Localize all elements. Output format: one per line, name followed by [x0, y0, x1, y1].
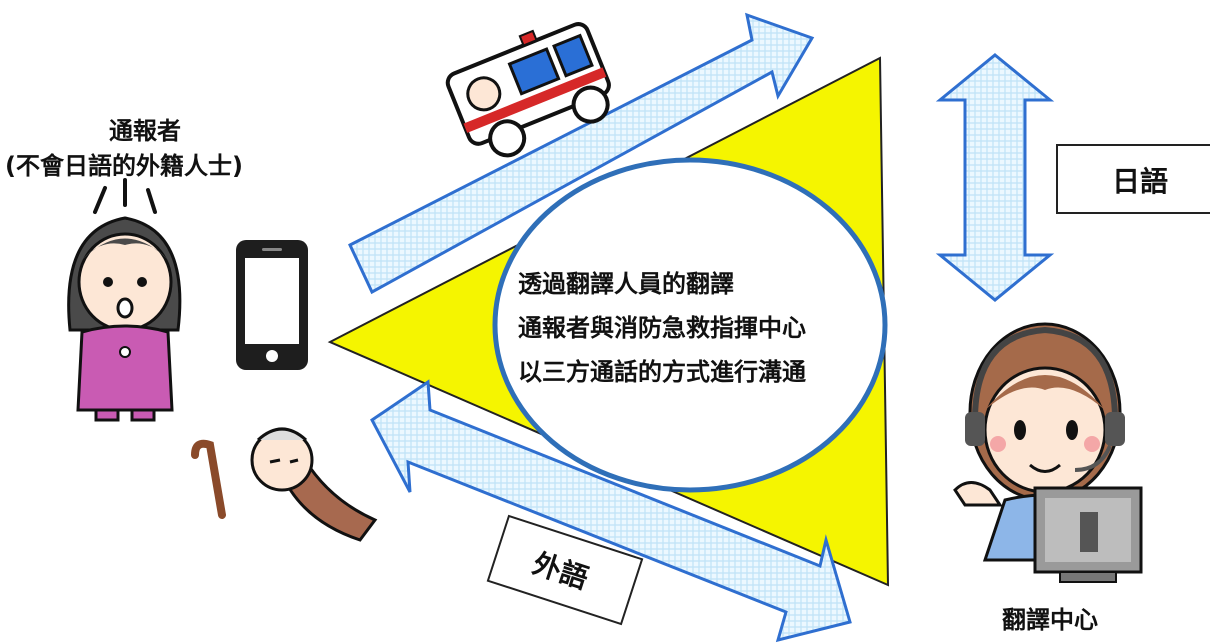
- japanese-label-box: 日語: [1056, 144, 1210, 214]
- upper-arrow: [348, 12, 815, 295]
- smartphone-icon: [236, 240, 308, 370]
- translation-center-label: 翻譯中心: [1002, 606, 1098, 634]
- center-text-line1: 透過翻譯人員的翻譯: [518, 270, 734, 298]
- operator-with-headset-icon: [953, 322, 1125, 562]
- center-ellipse: [492, 157, 888, 493]
- lower-double-arrow: [370, 379, 852, 643]
- foreign-language-label-box: 外語: [486, 514, 644, 626]
- center-text-line2: 通報者與消防急救指揮中心: [518, 314, 806, 342]
- reporter-title: 通報者: [109, 117, 181, 145]
- ambulance-icon: [445, 22, 611, 158]
- vertical-double-arrow: [935, 53, 1055, 302]
- japanese-label: 日語: [1112, 165, 1168, 198]
- center-text-line3: 以三方通話的方式進行溝通: [518, 358, 806, 386]
- worried-woman-icon: [67, 178, 182, 422]
- reporter-subtitle: (不會日語的外籍人士): [5, 152, 243, 180]
- computer-monitor-icon: [1033, 486, 1143, 583]
- fallen-elderly-person-icon: [191, 427, 378, 542]
